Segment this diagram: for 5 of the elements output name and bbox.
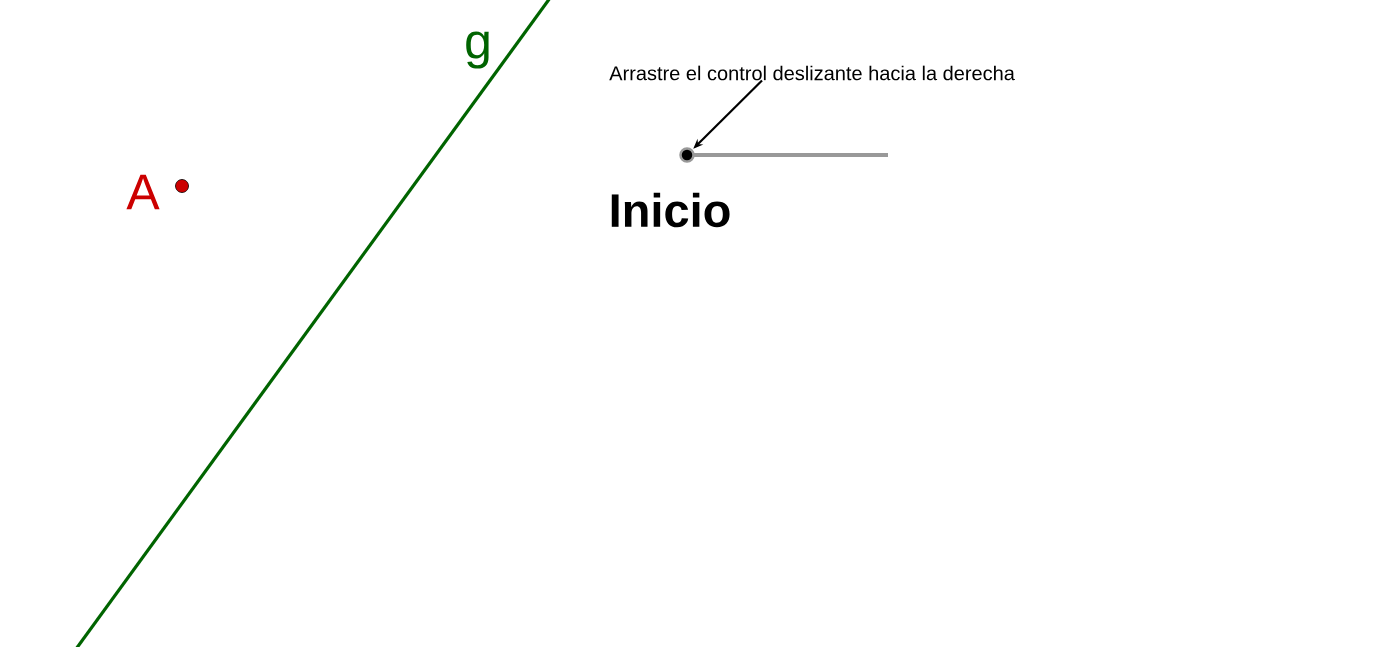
slider-label: Inicio xyxy=(611,192,730,228)
slider-handle xyxy=(679,147,695,163)
point-label: A xyxy=(126,174,160,210)
instruction-text: Arrastre el control deslizante hacia la derecha xyxy=(609,65,1015,81)
line-label: g xyxy=(466,31,489,69)
